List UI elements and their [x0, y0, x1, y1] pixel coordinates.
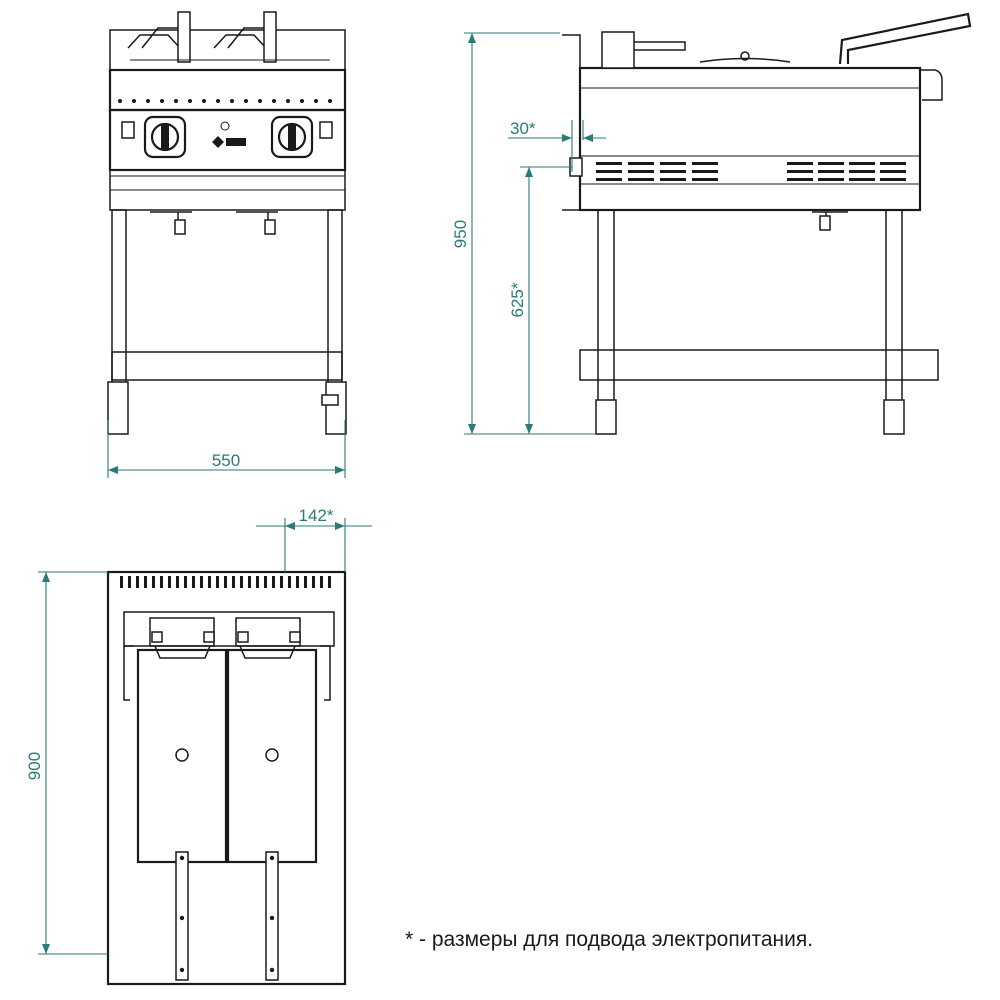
dimension-depth: 900 [25, 571, 108, 955]
brand-logo [212, 136, 246, 148]
left-knob-icon [143, 115, 187, 159]
front-vent-dots [118, 99, 332, 103]
connection-offset-label: 30* [510, 119, 536, 138]
left-basket-handle [175, 851, 189, 981]
top-vents [120, 576, 331, 588]
dimension-connection-offset: 30* [508, 119, 606, 172]
connection-side-label: 142* [299, 506, 334, 525]
depth-dimension-label: 900 [25, 752, 44, 780]
right-knob-icon [270, 115, 314, 159]
front-view [107, 11, 347, 435]
side-vents-right [787, 162, 906, 181]
side-view [562, 12, 972, 435]
right-basket-handle [265, 851, 279, 981]
footnote: * - размеры для подвода электропитания. [405, 928, 814, 951]
height-dimension-label: 950 [451, 220, 470, 248]
side-vents-left [596, 162, 718, 181]
width-dimension-label: 550 [212, 451, 240, 470]
connection-height-label: 625* [508, 282, 527, 317]
dimension-total-height: 950 [451, 32, 596, 435]
dimension-width: 550 [107, 420, 346, 478]
top-view [106, 570, 347, 986]
dimension-connection-side: 142* [256, 506, 372, 572]
dimension-connection-height: 625* [508, 166, 572, 434]
